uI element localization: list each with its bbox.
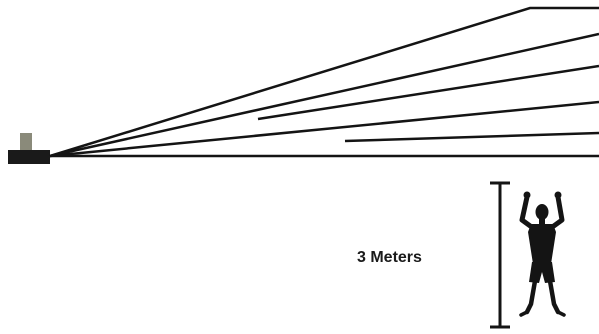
- fov-ray-5: [344, 131, 599, 143]
- fov-ray-4: [49, 100, 599, 158]
- fov-ray-2: [49, 32, 599, 158]
- distance-label: 3 Meters: [357, 249, 422, 266]
- camera-icon: [8, 133, 50, 164]
- field-of-view-lines: [49, 6, 599, 158]
- vertical-dimension-line-icon: [490, 181, 510, 329]
- fov-ray-1: [49, 6, 599, 158]
- person-arms-raised-icon: [519, 191, 566, 317]
- fov-ray-3: [257, 64, 599, 121]
